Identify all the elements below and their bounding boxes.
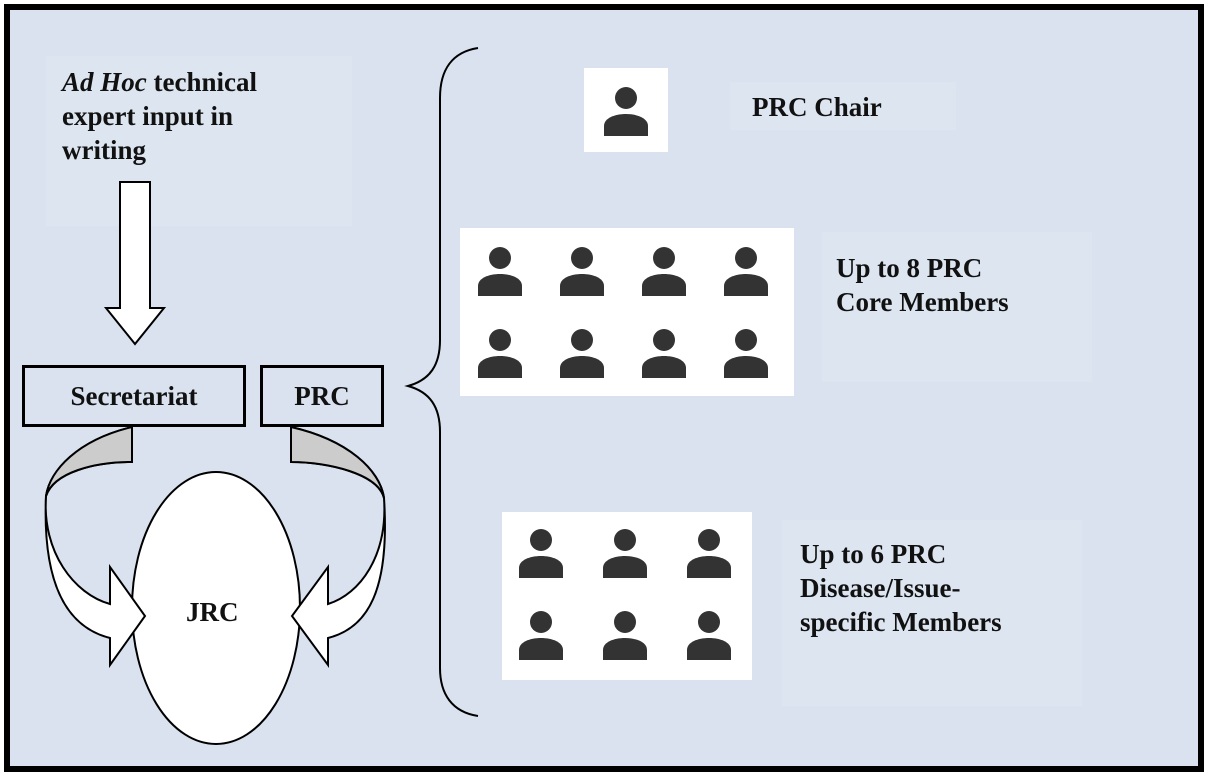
chair-icon-card xyxy=(584,68,668,152)
disease-label-panel xyxy=(782,520,1082,706)
input-note-line1-rest: technical xyxy=(146,67,257,97)
core-label-line1: Up to 8 PRC xyxy=(836,253,983,283)
input-note-italic: Ad Hoc xyxy=(62,67,147,97)
person-icon xyxy=(478,247,522,296)
person-icon xyxy=(478,329,522,378)
person-icon xyxy=(603,529,647,578)
input-note-line3: writing xyxy=(62,135,146,165)
disease-label-line2: Disease/Issue- xyxy=(800,573,961,603)
input-note-line2: expert input in xyxy=(62,101,234,131)
down-arrow xyxy=(103,181,167,346)
person-icon xyxy=(642,329,686,378)
input-note-line1: Ad Hoc technical xyxy=(62,66,257,98)
input-note-panel xyxy=(46,56,352,226)
person-icon xyxy=(560,329,604,378)
core-label-panel xyxy=(822,232,1092,382)
person-icon xyxy=(603,611,647,660)
person-icon xyxy=(724,329,768,378)
disease-label-line3: specific Members xyxy=(800,607,1002,637)
jrc-label: JRC xyxy=(186,597,239,627)
group-brace xyxy=(404,47,479,717)
person-icon xyxy=(724,247,768,296)
person-icon xyxy=(560,247,604,296)
secretariat-box: Secretariat xyxy=(22,365,246,427)
person-icon xyxy=(687,529,731,578)
chair-label-panel xyxy=(730,82,956,130)
secretariat-arrow-shade xyxy=(45,425,133,497)
person-icon xyxy=(519,529,563,578)
chair-label: PRC Chair xyxy=(752,92,882,122)
person-icon xyxy=(687,611,731,660)
disease-label-line1: Up to 6 PRC xyxy=(800,539,947,569)
prc-box: PRC xyxy=(260,365,384,427)
core-label-line2: Core Members xyxy=(836,287,1009,317)
person-icon xyxy=(519,611,563,660)
person-icon xyxy=(642,247,686,296)
prc-arrow-shade xyxy=(290,425,385,499)
person-icon xyxy=(604,87,648,136)
